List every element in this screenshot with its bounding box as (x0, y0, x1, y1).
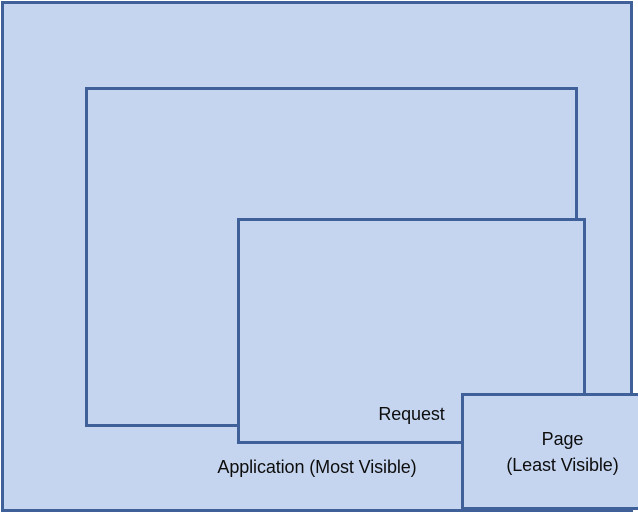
scope-label-page: Page (Least Visible) (506, 428, 619, 475)
scope-label-application: Application (Most Visible) (217, 457, 417, 478)
scope-box-session: Session Request Page (Least Visible) (85, 87, 638, 510)
scope-label-request: Request (378, 404, 445, 425)
scope-box-request: Request Page (Least Visible) (237, 218, 638, 510)
scope-box-page: Page (Least Visible) (461, 393, 638, 510)
